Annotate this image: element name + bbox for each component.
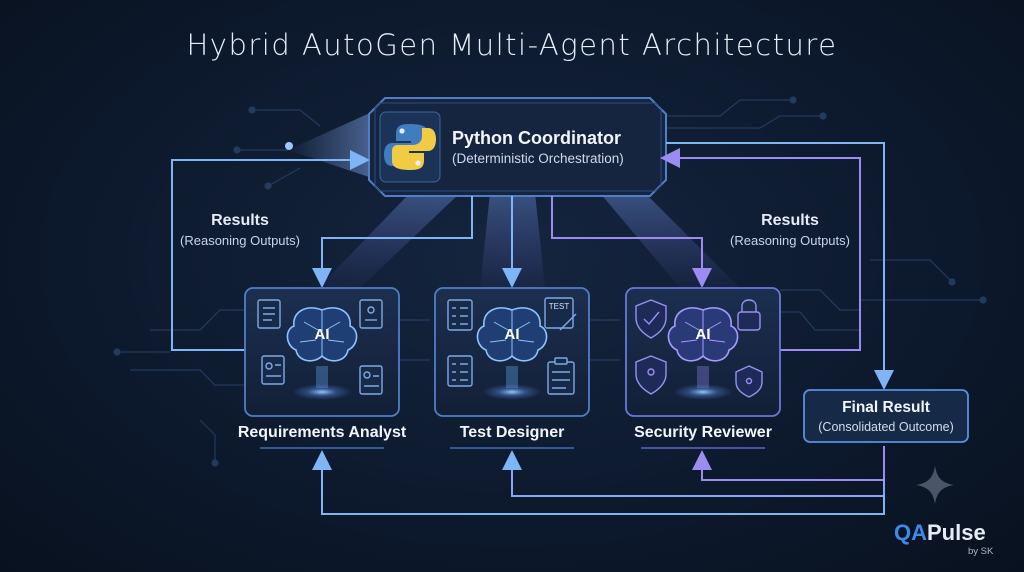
agent-name-test: Test Designer [459,424,565,441]
feedback-to-test [502,450,885,497]
shield-lock-icon [635,355,667,395]
final-result-title: Final Result [842,399,930,416]
final-result-subtitle: (Consolidated Outcome) [818,420,954,434]
test-document-icon [544,297,577,331]
results-loop-right [660,148,861,351]
padlock-icon [737,299,761,331]
results-right-title: Results [761,212,819,229]
brand-logo: QAPulse [894,520,986,546]
arrow-to-security [551,196,712,288]
circuit-traces [113,96,987,467]
profile-document-icon [261,355,285,385]
brand-logo-rest: Pulse [927,520,986,545]
coordinator-name: Python Coordinator [452,128,621,148]
profile-document-icon [359,299,383,329]
python-logo-icon [384,124,436,170]
feedback-to-requirements [312,450,885,515]
beam-node [285,142,293,150]
sparkle-icon [916,466,954,504]
results-left-subtitle: (Reasoning Outputs) [180,233,300,248]
ai-label-security: AI [695,326,711,343]
brand-logo-qa: QA [894,520,927,545]
ai-label-test: AI [504,326,520,343]
results-right-subtitle: (Reasoning Outputs) [730,233,850,248]
brand-byline: by SK [968,546,994,557]
beam-to-requirements [318,193,460,288]
document-icon [257,299,281,329]
brain-icon-test [476,307,548,400]
beam-to-security [600,193,740,288]
feedback-to-security [692,446,885,481]
coordinator-subtitle: (Deterministic Orchestration) [452,151,624,166]
brain-icon-security [667,307,739,400]
ai-label-requirements: AI [314,326,330,343]
brain-icon-requirements [286,307,358,400]
checklist-icon [447,355,473,387]
clipboard-icon [547,357,575,395]
checklist-icon [447,299,473,331]
test-document-label: TEST [548,302,570,311]
shield-check-icon [635,299,667,339]
diagram-title: Hybrid AutoGen Multi-Agent Architecture [186,28,838,62]
arrow-to-requirements [312,196,473,288]
document-icon [359,365,383,395]
padlock-icon [735,365,763,398]
agent-name-security: Security Reviewer [634,424,772,441]
left-light-beam [288,112,372,178]
results-left-title: Results [211,212,269,229]
agent-name-requirements: Requirements Analyst [237,424,407,441]
results-loop-left [171,150,370,351]
final-result-box [803,389,969,443]
arrow-to-final [666,142,894,390]
